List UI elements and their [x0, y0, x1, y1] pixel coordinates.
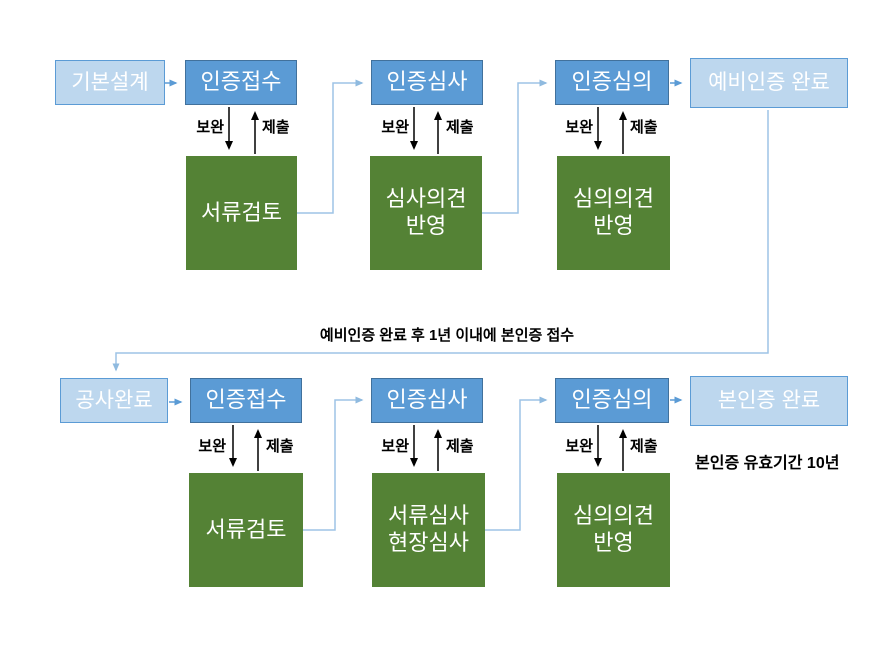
step-cert-reception-top: 인증접수: [185, 60, 297, 105]
step-basic-design: 기본설계: [55, 60, 165, 105]
label-supplement-top-2: 보완: [381, 119, 409, 136]
label-submit-top-1: 제출: [262, 119, 290, 136]
note-validity-period: 본인증 유효기간 10년: [695, 455, 840, 472]
label-submit-bottom-2: 제출: [446, 438, 474, 455]
label-submit-top-2: 제출: [446, 119, 474, 136]
task-exam-opinion-reflect: 심사의견 반영: [370, 156, 482, 270]
task-doc-and-site-exam: 서류심사 현장심사: [372, 473, 485, 587]
label-submit-bottom-3: 제출: [630, 438, 658, 455]
step-maincert-complete: 본인증 완료: [690, 376, 848, 426]
step-construction-complete: 공사완료: [60, 378, 168, 423]
label-supplement-bottom-2: 보완: [381, 438, 409, 455]
label-supplement-top-1: 보완: [196, 119, 224, 136]
label-submit-top-3: 제출: [630, 119, 658, 136]
task-deliberation-opinion-reflect-bottom: 심의의견 반영: [557, 473, 670, 587]
step-precert-complete: 예비인증 완료: [690, 58, 848, 108]
label-supplement-bottom-3: 보완: [565, 438, 593, 455]
connector-docreview-to-examination-bottom: [303, 396, 364, 531]
connector-siteexam-to-deliberation-bottom: [485, 396, 548, 531]
connector-docreview-to-examination-top: [297, 79, 364, 214]
label-supplement-top-3: 보완: [565, 119, 593, 136]
label-submit-bottom-1: 제출: [266, 438, 294, 455]
step-cert-examination-bottom: 인증심사: [371, 378, 483, 423]
step-cert-reception-bottom: 인증접수: [190, 378, 302, 423]
step-cert-examination-top: 인증심사: [371, 60, 483, 105]
connector-examopinion-to-deliberation-top: [482, 79, 548, 214]
task-deliberation-opinion-reflect-top: 심의의견 반영: [557, 156, 670, 270]
task-document-review-top: 서류검토: [186, 156, 297, 270]
task-document-review-bottom: 서류검토: [189, 473, 303, 587]
note-transition-rule: 예비인증 완료 후 1년 이내에 본인증 접수: [319, 327, 575, 344]
label-supplement-bottom-1: 보완: [198, 438, 226, 455]
step-cert-deliberation-top: 인증심의: [555, 60, 669, 105]
step-cert-deliberation-bottom: 인증심의: [555, 378, 669, 423]
